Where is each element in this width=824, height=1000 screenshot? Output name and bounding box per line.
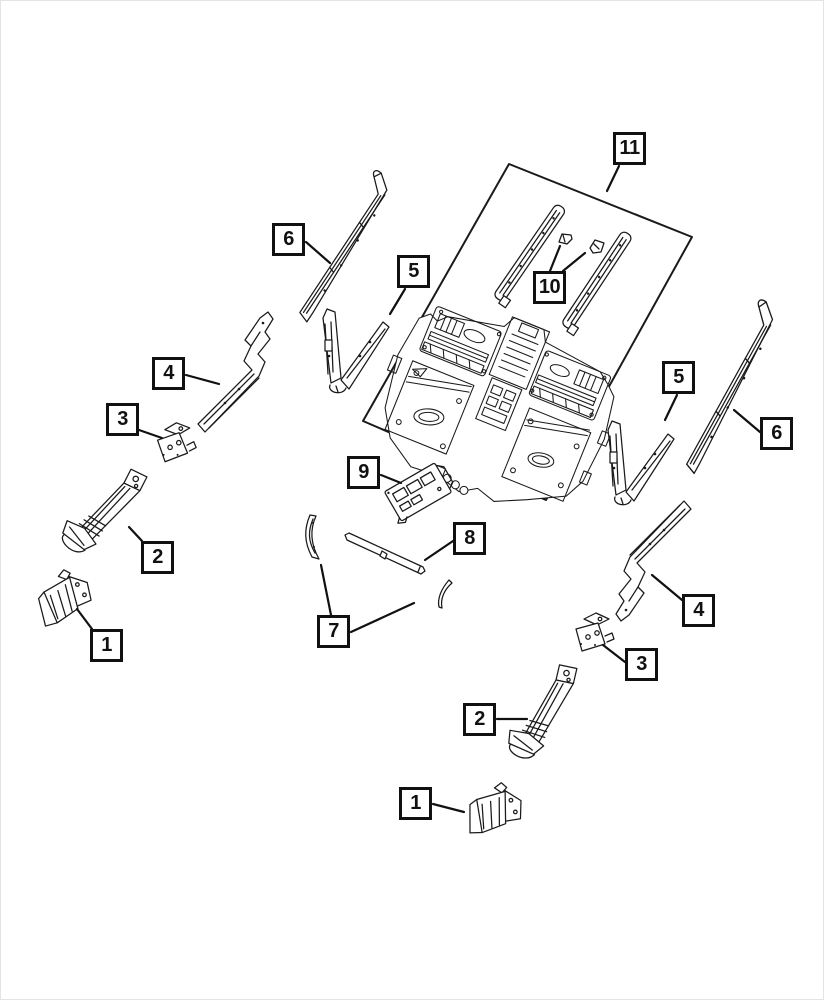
callout-box-2-left[interactable]: 2 [141,541,174,574]
leader-line-1-left [75,607,94,631]
callout-box-7[interactable]: 7 [317,615,350,648]
leader-line-3-right [601,643,627,664]
part-10-clip-2 [589,239,605,254]
callout-box-2-bottom[interactable]: 2 [463,703,496,736]
part-9-bracket [384,462,454,524]
floor-pan-assembly [384,306,615,502]
leader-line-3-left [137,428,164,440]
leader-line-5-right [663,393,679,422]
leader-line-8 [423,539,455,562]
callout-box-6-left[interactable]: 6 [272,223,305,256]
leader-line-5-left [388,287,407,316]
part-7-strip-2 [437,579,453,609]
callout-box-4-right[interactable]: 4 [682,594,715,627]
callout-box-9[interactable]: 9 [347,456,380,489]
callout-box-5-right[interactable]: 5 [662,361,695,394]
callout-box-11[interactable]: 11 [613,132,646,165]
leader-line-10 [561,251,587,273]
leader-line-9 [379,473,403,485]
leader-line-7 [349,601,416,634]
callout-box-10[interactable]: 10 [533,271,566,304]
part-7-strip-1 [305,514,320,560]
leader-line-11 [605,164,621,193]
callout-box-6-right[interactable]: 6 [760,417,793,450]
callout-box-1-left[interactable]: 1 [90,629,123,662]
callout-box-1-bottom[interactable]: 1 [399,787,432,820]
leader-line-6-left [304,240,332,265]
leader-line-7 [319,563,333,617]
leader-line-6-right [732,408,762,434]
leader-lines-layer [75,164,762,814]
leader-line-4-left [184,373,221,386]
callout-box-3-right[interactable]: 3 [625,648,658,681]
callout-box-5-left[interactable]: 5 [397,255,430,288]
part-10-clip-1 [558,233,573,245]
callout-box-4-left[interactable]: 4 [152,357,185,390]
callout-box-8[interactable]: 8 [453,522,486,555]
part-8-rod [344,532,426,575]
leader-line-10 [548,244,562,273]
callout-box-3-left[interactable]: 3 [106,403,139,436]
leader-line-2-left [127,525,144,543]
leader-line-1-bottom [431,802,466,814]
leader-line-4-right [650,573,684,602]
